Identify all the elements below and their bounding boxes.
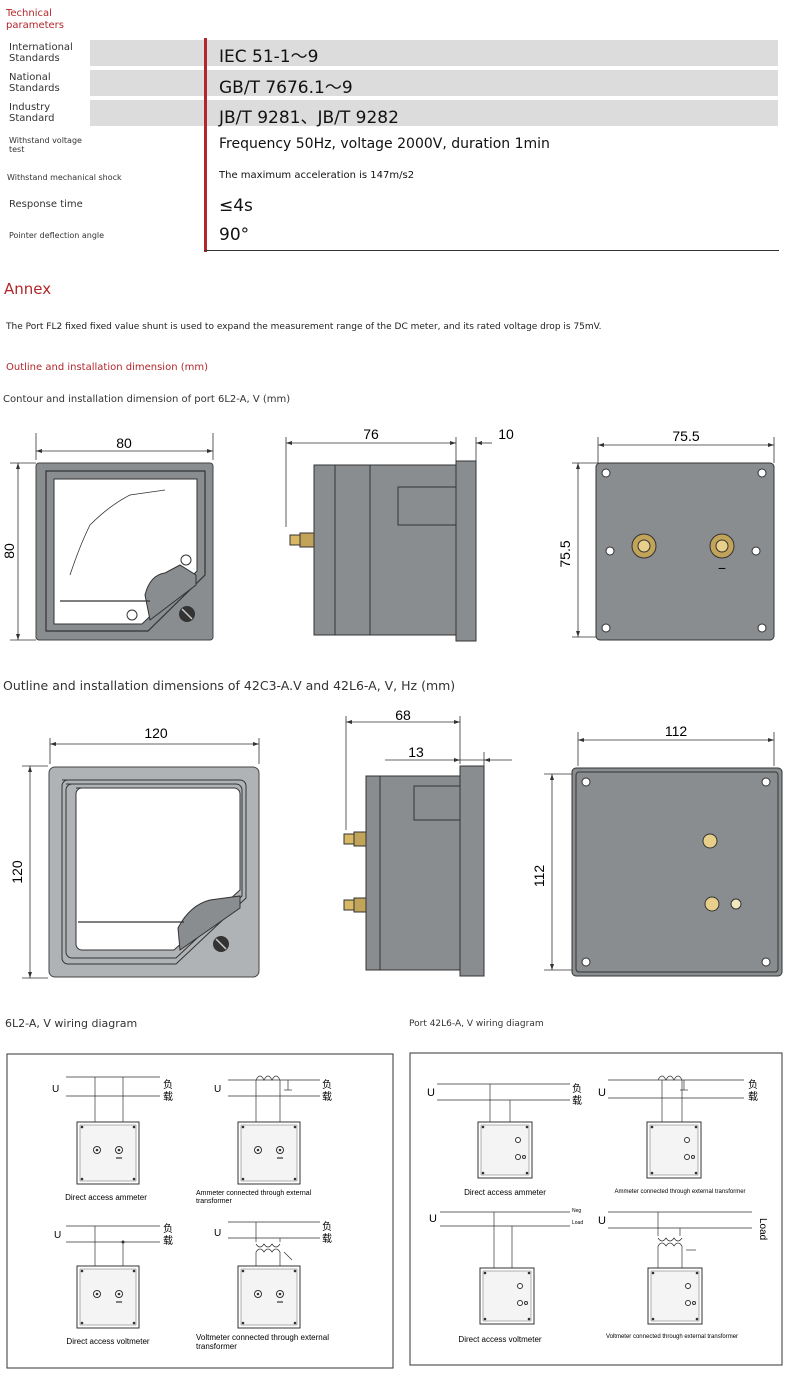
label-load-cn: 负 [163,1222,173,1235]
label-u: U [598,1215,606,1227]
label-load-cn: 负 [163,1078,173,1091]
technical-parameters-title: Technical parameters [6,8,65,31]
dim-back-height: 112 [531,865,547,888]
back-view-6l2: 75.5 75.5 − [557,428,775,641]
right-direct-voltmeter: U Neg Load Direct access voltmeter [429,1208,583,1344]
param-bar [90,100,778,126]
caption: Direct access voltmeter [458,1335,541,1344]
param-label: Industry Standard [9,102,55,124]
wiring-right-title: Port 42L6-A, V wiring diagram [409,1019,544,1029]
param-bar [90,70,778,96]
left-voltmeter-pt: U 负 载 Voltmeter connected through extern… [196,1220,332,1351]
label-load-cn: 负 [322,1220,332,1233]
caption-line: transformer [196,1342,237,1351]
caption: Direct access ammeter [464,1188,546,1197]
param-value: JB/T 9281、JB/T 9282 [219,108,399,128]
dim-front-height: 120 [9,860,25,884]
section2-caption: Outline and installation dimensions of 4… [3,678,456,693]
dim-back-width: 75.5 [672,428,699,444]
front-view-6l2: 80 80 [1,433,214,641]
label-u: U [54,1230,61,1241]
param-value: The maximum acceleration is 147m/s2 [219,170,415,181]
annex-text: The Port FL2 fixed fixed value shunt is … [6,322,602,332]
minus-sign: − [718,560,726,576]
dim-side-depth: 76 [363,426,379,442]
label-load-cn2: 载 [572,1095,582,1107]
side-view-6l2: 76 10 [285,426,514,642]
dim-back-width: 112 [665,723,688,739]
label-load-cn2: 载 [163,1091,173,1103]
label-load-cn2: 载 [322,1233,332,1245]
left-direct-voltmeter: U 负 载 Direct access voltmeter [54,1222,173,1346]
right-ammeter-ct: U 负 载 Ammeter connected through external… [598,1075,758,1195]
label-u: U [429,1213,437,1225]
caption: Direct access ammeter [65,1193,147,1202]
label-u: U [52,1084,59,1095]
param-label: Response time [9,199,83,210]
caption: Direct access voltmeter [66,1337,149,1346]
label-load-cn: 负 [748,1078,758,1091]
label-load-cn2: 载 [322,1091,332,1103]
section1-drawings: 80 80 76 10 [1,426,775,642]
caption: Ammeter connected through external trans… [614,1189,745,1195]
label-load-cn: 负 [572,1082,582,1095]
annex-title: Annex [4,280,52,298]
dim-front-width: 80 [116,435,132,451]
param-label: National Standards [9,72,60,94]
right-direct-ammeter: U 负 载 Direct access ammeter [427,1082,582,1197]
param-label: Withstand mechanical shock [7,173,122,182]
label-u: U [214,1228,221,1239]
label-u: U [427,1087,435,1099]
param-label: International Standards [9,42,73,64]
param-value: ≤4s [219,196,253,216]
param-value: Frequency 50Hz, voltage 2000V, duration … [219,136,550,152]
param-divider [204,38,207,252]
param-value: 90° [219,225,250,245]
caption: Voltmeter connected through external tra… [606,1334,738,1340]
wiring-diagrams: U 负 载 Direct access ammeter U 负 载 Ammete… [6,1052,783,1369]
label-load-cn: 负 [322,1078,332,1091]
label-load-cn2: 载 [748,1091,758,1103]
back-view-42: 112 112 [531,723,783,977]
param-value: IEC 51-1～9 [219,47,319,67]
param-bottom-rule [204,250,779,251]
param-label: Withstand voltage test [9,136,82,154]
label-load-en: Load [757,1218,768,1240]
right-voltmeter-pt: U Load Voltmeter connected through exter… [598,1211,768,1340]
wiring-left-title: 6L2-A, V wiring diagram [5,1017,138,1030]
section1-caption: Contour and installation dimension of po… [3,394,291,405]
front-view-42: 120 120 [9,725,260,979]
left-direct-ammeter: U 负 载 Direct access ammeter [52,1076,173,1202]
dim-side-flange: 10 [498,426,514,442]
label-load-cn2: 载 [163,1235,173,1247]
dim-back-height: 75.5 [557,540,573,567]
section2-drawings: 120 120 68 13 [9,707,783,979]
left-ammeter-ct: U 负 载 Ammeter connected through external… [196,1075,332,1205]
label-load-tiny: Load [572,1220,583,1226]
label-u: U [214,1084,221,1095]
dim-front-height: 80 [1,543,17,559]
label-u: U [598,1087,606,1099]
outline-heading: Outline and installation dimension (mm) [6,362,209,373]
dim-front-width: 120 [144,725,168,741]
side-view-42: 68 13 [343,707,512,977]
dim-side-depth: 68 [395,707,411,723]
dim-side-flange: 13 [408,744,424,760]
param-value: GB/T 7676.1～9 [219,78,353,98]
label-neg: Neg [572,1208,581,1214]
caption-line: Voltmeter connected through external [196,1333,329,1342]
caption-line: Ammeter connected through external [196,1190,312,1197]
param-bar [90,40,778,66]
param-label: Pointer deflection angle [9,231,105,240]
caption-line: transformer [196,1198,232,1205]
